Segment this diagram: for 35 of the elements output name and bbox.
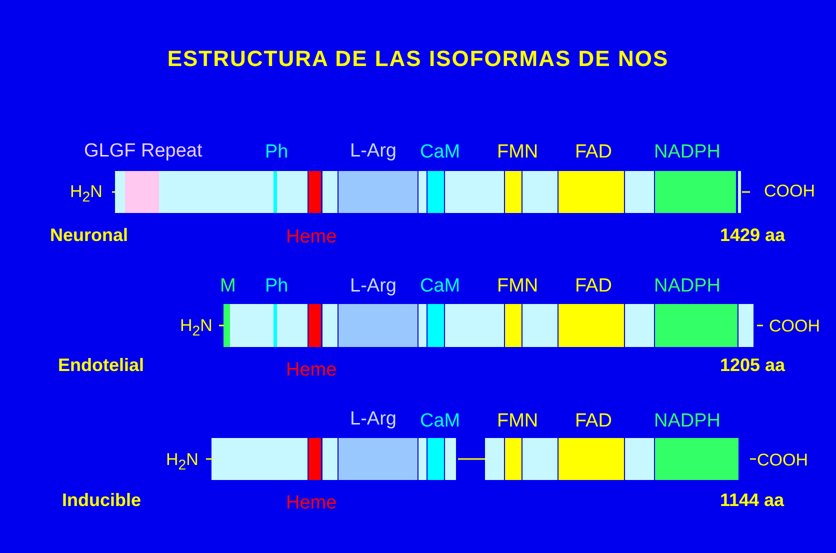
domain-label: Ph <box>265 142 288 162</box>
domain-label: FAD <box>575 142 612 162</box>
length-label: 1429 aa <box>720 226 786 244</box>
terminus-label: H$_{2}$N <box>180 317 212 339</box>
domain-label: Heme <box>286 360 337 380</box>
domain-label: FAD <box>575 276 612 296</box>
terminus-label: H$_{2}$N <box>70 183 102 205</box>
domain-label: M <box>220 276 236 296</box>
isoform-label: Endotelial <box>58 356 144 374</box>
domain-label: CaM <box>420 276 460 296</box>
domain-label: FMN <box>497 276 538 296</box>
terminus-label: COOH <box>769 318 820 334</box>
isoform-label: Neuronal <box>50 226 128 244</box>
domain-label: FMN <box>497 412 538 430</box>
length-label: 1144 aa <box>720 491 784 509</box>
terminus-label: COOH <box>757 452 808 468</box>
domain-label: L-Arg <box>350 276 396 296</box>
title: ESTRUCTURA DE LAS ISOFORMAS DE NOS <box>166 46 670 72</box>
domain-label: GLGF Repeat <box>84 142 202 160</box>
terminus-label: H$_{2}$N <box>166 451 198 473</box>
terminus-label: COOH <box>764 182 815 200</box>
length-label: 1205 aa <box>720 356 786 374</box>
domain-label: L-Arg <box>350 410 396 428</box>
domain-label: FAD <box>575 412 612 430</box>
domain-label: NADPH <box>654 142 721 162</box>
domain-label: Ph <box>265 276 288 296</box>
domain-label: CaM <box>420 142 460 162</box>
domain-label: NADPH <box>654 412 721 430</box>
domain-label: CaM <box>420 412 460 430</box>
domain-label: FMN <box>497 142 538 162</box>
isoform-label: Inducible <box>62 491 142 509</box>
domain-label: L-Arg <box>350 142 396 160</box>
domain-label: Heme <box>286 228 337 246</box>
domain-label: Heme <box>286 494 337 512</box>
domain-label: NADPH <box>654 276 721 296</box>
